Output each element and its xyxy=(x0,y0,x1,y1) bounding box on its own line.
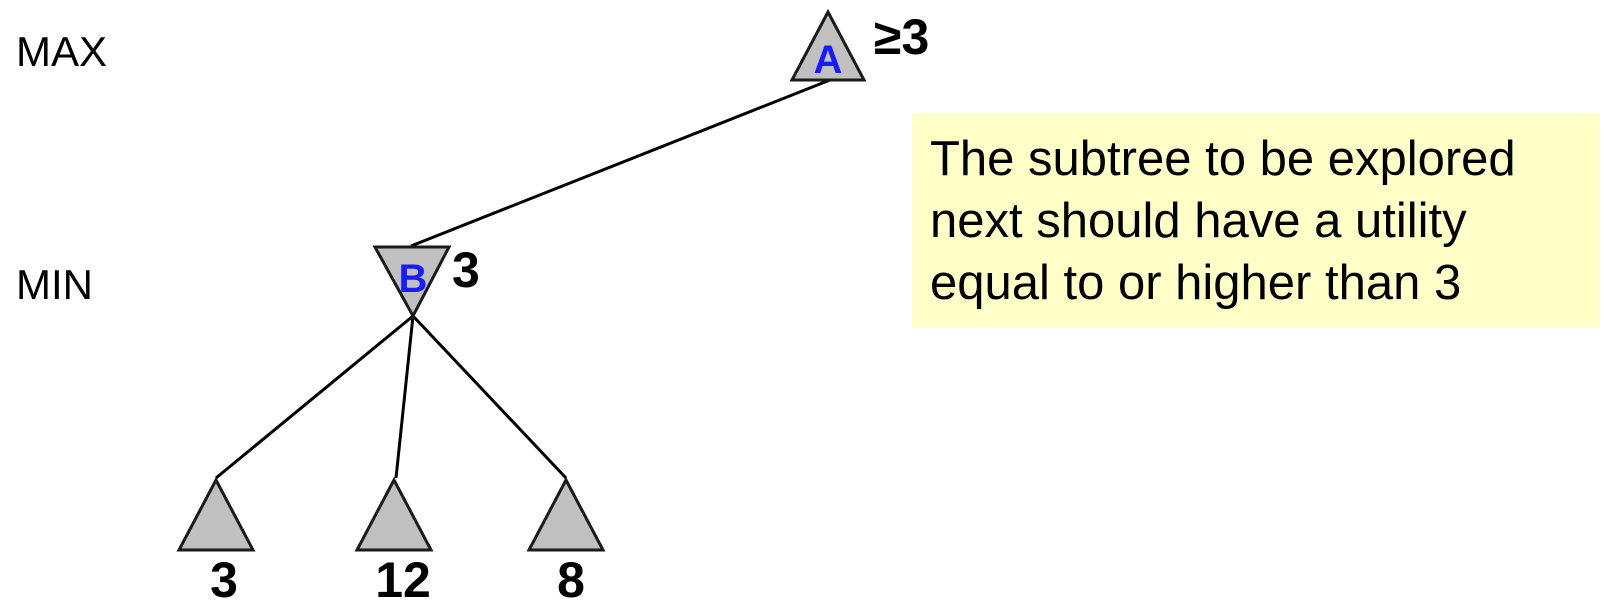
edge-b-leaf-2 xyxy=(394,315,415,479)
node-b-letter: B xyxy=(399,257,428,301)
node-b-value: 3 xyxy=(452,242,480,298)
node-a-triangle xyxy=(789,8,867,82)
leaf-1-value: 3 xyxy=(210,552,238,602)
callout-background xyxy=(912,114,1600,328)
leaf-3-value: 8 xyxy=(557,552,585,602)
leaf-1-triangle xyxy=(176,476,256,552)
node-a-value: ≥3 xyxy=(874,9,929,65)
leaf-2-value: 12 xyxy=(375,552,431,602)
leaf-2-triangle xyxy=(354,476,434,552)
edge-b-leaf-3 xyxy=(411,314,568,480)
edge-b-leaf-1 xyxy=(215,314,414,480)
edge-a-b xyxy=(410,78,831,248)
node-b-triangle xyxy=(372,245,452,320)
node-a-letter: A xyxy=(814,38,843,82)
explanation-callout: The subtree to be explored next should h… xyxy=(930,132,1516,310)
min-level-label: MIN xyxy=(16,261,93,308)
leaf-3-triangle xyxy=(526,476,606,552)
max-level-label: MAX xyxy=(16,28,107,75)
